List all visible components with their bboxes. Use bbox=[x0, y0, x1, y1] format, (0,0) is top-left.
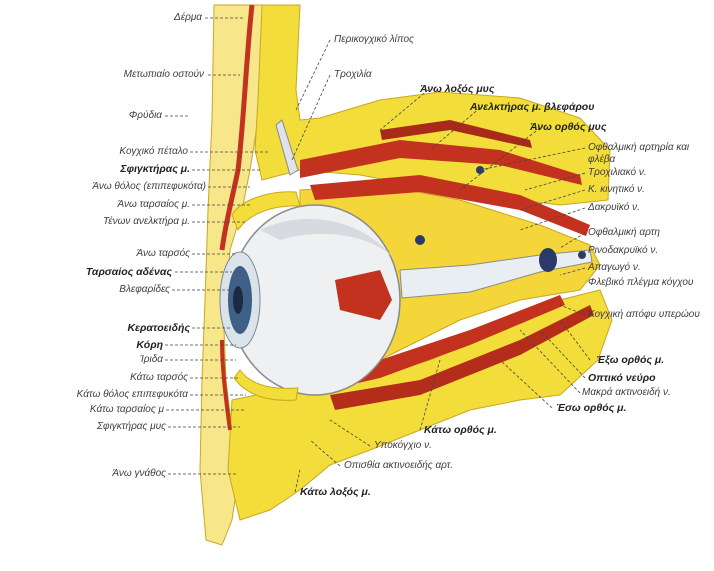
label-upper-fornix: Άνω θόλος (επιπεφυκότα) bbox=[20, 181, 206, 193]
label-oculomotor-nerve: Κ. κινητικό ν. bbox=[588, 184, 645, 196]
label-inferior-rectus: Κάτω ορθός μ. bbox=[424, 424, 497, 436]
label-inferior-oblique: Κάτω λοξός μ. bbox=[300, 486, 371, 498]
label-levator-tendon: Τένων ανελκτήρα μ. bbox=[40, 216, 190, 228]
label-superior-rectus: Άνω ορθός μυς bbox=[530, 121, 606, 133]
label-tarsal-gland: Ταρσαίος αδένας bbox=[20, 266, 172, 278]
label-upper-tarsus: Άνω ταρσός bbox=[40, 248, 190, 260]
label-posterior-ciliary-artery: Οπισθία ακτινοειδής αρτ. bbox=[344, 460, 453, 472]
label-ophthalmic-artery: Οφθαλμική αρτη bbox=[588, 227, 660, 239]
label-lacrimal-nerve: Δακρυϊκό ν. bbox=[588, 202, 640, 214]
label-orbital-process: Κογχική απόφυ υπερώου bbox=[588, 309, 710, 321]
label-eyelashes: Βλεφαρίδες bbox=[20, 284, 170, 296]
label-trochlear-nerve: Τροχιλιακό ν. bbox=[588, 167, 647, 179]
pupil bbox=[233, 286, 243, 314]
label-orbital-septum: Κογχικό πέταλο bbox=[40, 146, 188, 158]
label-nasociliary-nerve: Ρινοδακρυϊκό ν. bbox=[588, 245, 658, 257]
label-derma: Δέρμα bbox=[140, 12, 202, 24]
label-levator-palpebrae: Ανελκτήρας μ. βλεφάρου bbox=[470, 101, 594, 113]
label-orbital-fat: Περικογχικό λίπος bbox=[334, 34, 414, 46]
label-superior-tarsal-muscle: Άνω ταρσαίος μ. bbox=[40, 199, 190, 211]
label-inferior-tarsal-muscle: Κάτω ταρσαίος μ bbox=[14, 404, 164, 416]
nerve-dot bbox=[415, 235, 425, 245]
label-iris: Ίριδα bbox=[100, 354, 163, 366]
nerve-dot bbox=[578, 251, 586, 259]
label-cornea: Κερατοειδής bbox=[40, 322, 190, 334]
label-trochlea: Τροχιλία bbox=[334, 69, 372, 81]
label-frontal-bone: Μετωπιαίο οστούν bbox=[56, 69, 204, 81]
label-orbicularis-lower: Σφιγκτήρας μυς bbox=[14, 421, 166, 433]
label-long-ciliary-nerves: Μακρά ακτινοειδή ν. bbox=[582, 387, 671, 399]
label-venous-plexus: Φλεβικό πλέγμα κόγχου bbox=[588, 277, 708, 289]
label-lateral-rectus: Έξω ορθός μ. bbox=[596, 354, 664, 366]
label-medial-rectus: Έσω ορθός μ. bbox=[556, 402, 626, 414]
label-pupil: Κόρη bbox=[100, 339, 163, 351]
label-infraorbital-nerve: Υποκόγχιο ν. bbox=[374, 440, 432, 452]
label-ophthalmic-artery-vein: Οφθαλμική αρτηρία και φλέβα bbox=[588, 142, 710, 166]
label-optic-nerve: Οπτικό νεύρο bbox=[588, 372, 656, 384]
label-lower-fornix: Κάτω θόλος επιπεφυκότα bbox=[10, 389, 188, 401]
label-superior-oblique: Άνω λοξός μυς bbox=[420, 83, 494, 95]
label-maxilla: Άνω γνάθος bbox=[14, 468, 166, 480]
label-lower-tarsus: Κάτω ταρσός bbox=[40, 372, 188, 384]
label-eyebrows: Φρύδια bbox=[100, 110, 162, 122]
label-abducens-nerve: Απαγωγό ν. bbox=[588, 262, 641, 274]
label-orbicularis-upper: Σφιγκτήρας μ. bbox=[40, 163, 190, 175]
optic-canal bbox=[539, 248, 557, 272]
